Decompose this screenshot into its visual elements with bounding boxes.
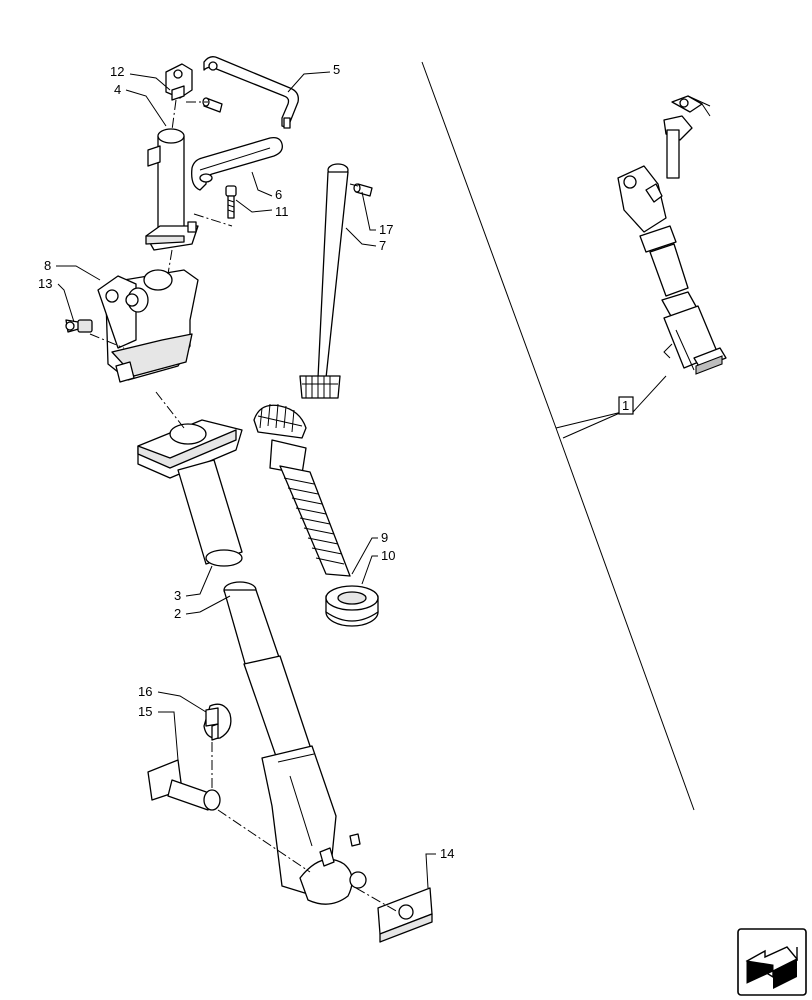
part-9-threaded-spindle — [253, 403, 351, 577]
overview-assembly-thumbnail — [617, 95, 727, 375]
overview-divider — [421, 61, 695, 811]
assembly-centerlines — [89, 99, 399, 913]
part-4-upper-tube — [145, 128, 199, 251]
part-5-lever-handle — [203, 56, 299, 129]
navigation-arrow-icon[interactable] — [737, 928, 807, 996]
callout-17: 17 — [379, 222, 393, 237]
callout-13: 13 — [38, 276, 52, 291]
part-7-drive-shaft — [299, 163, 349, 399]
callout-3: 3 — [174, 588, 181, 603]
callout-11: 11 — [275, 204, 289, 219]
callout-4: 4 — [114, 82, 121, 97]
callout-1: 1 — [622, 398, 629, 413]
part-12-pin-clevis — [165, 63, 223, 113]
callout-2: 2 — [174, 606, 181, 621]
callout-6: 6 — [275, 187, 282, 202]
part-10-bushing — [325, 585, 379, 627]
callout-15: 15 — [138, 704, 152, 719]
part-3-lower-tube — [137, 419, 243, 567]
callout-9: 9 — [381, 530, 388, 545]
part-15-pivot-pin — [147, 759, 221, 811]
part-14-plate — [377, 887, 433, 943]
callout-box-1 — [618, 396, 634, 415]
callout-8: 8 — [44, 258, 51, 273]
callout-7: 7 — [379, 238, 386, 253]
part-6-curved-link — [191, 136, 283, 191]
callout-10: 10 — [381, 548, 395, 563]
part-11-bolt — [225, 185, 237, 219]
part-16-lynch-pin — [203, 703, 232, 741]
callout-14: 14 — [440, 846, 454, 861]
part-2-main-rod — [223, 581, 367, 905]
callout-5: 5 — [333, 62, 340, 77]
part-8-housing-bracket — [97, 269, 199, 383]
part-13-grease-nipple — [65, 319, 93, 333]
callout-leaders — [56, 71, 436, 889]
callout-12: 12 — [110, 64, 124, 79]
part-17-small-pin — [353, 183, 373, 197]
callout-16: 16 — [138, 684, 152, 699]
